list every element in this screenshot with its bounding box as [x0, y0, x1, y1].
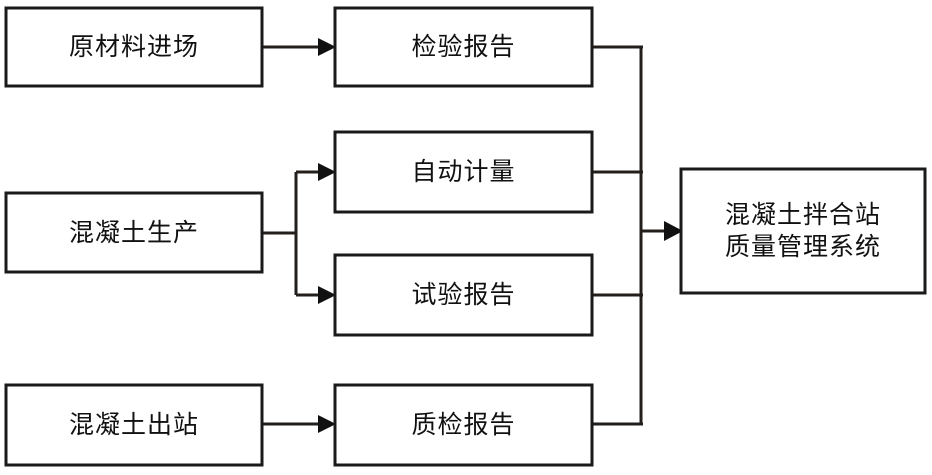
edge-dispatch-to-quality-arrowhead — [318, 415, 336, 433]
edge-raw-to-inspection-arrowhead — [318, 38, 336, 56]
node-automatic-metering[interactable] — [333, 130, 594, 214]
node-test-report[interactable] — [333, 253, 594, 337]
edge-raw-to-inspection — [262, 38, 336, 56]
node-quality-inspection-report[interactable] — [333, 383, 594, 467]
merge-bus — [592, 45, 643, 426]
edge-production-to-metering-arrowhead — [318, 163, 336, 181]
edge-bus-to-system — [641, 221, 683, 241]
node-inspection-report[interactable] — [333, 6, 594, 88]
node-concrete-dispatch[interactable] — [4, 383, 264, 467]
edge-production-branch — [262, 163, 336, 304]
edge-bus-to-system-arrowhead — [664, 221, 683, 241]
edge-production-to-test-arrowhead — [318, 286, 336, 304]
node-mixing-station-quality-system[interactable] — [679, 167, 927, 295]
node-raw-material-entry[interactable] — [4, 6, 264, 88]
edge-dispatch-to-quality — [262, 415, 336, 433]
node-concrete-production[interactable] — [4, 191, 264, 274]
